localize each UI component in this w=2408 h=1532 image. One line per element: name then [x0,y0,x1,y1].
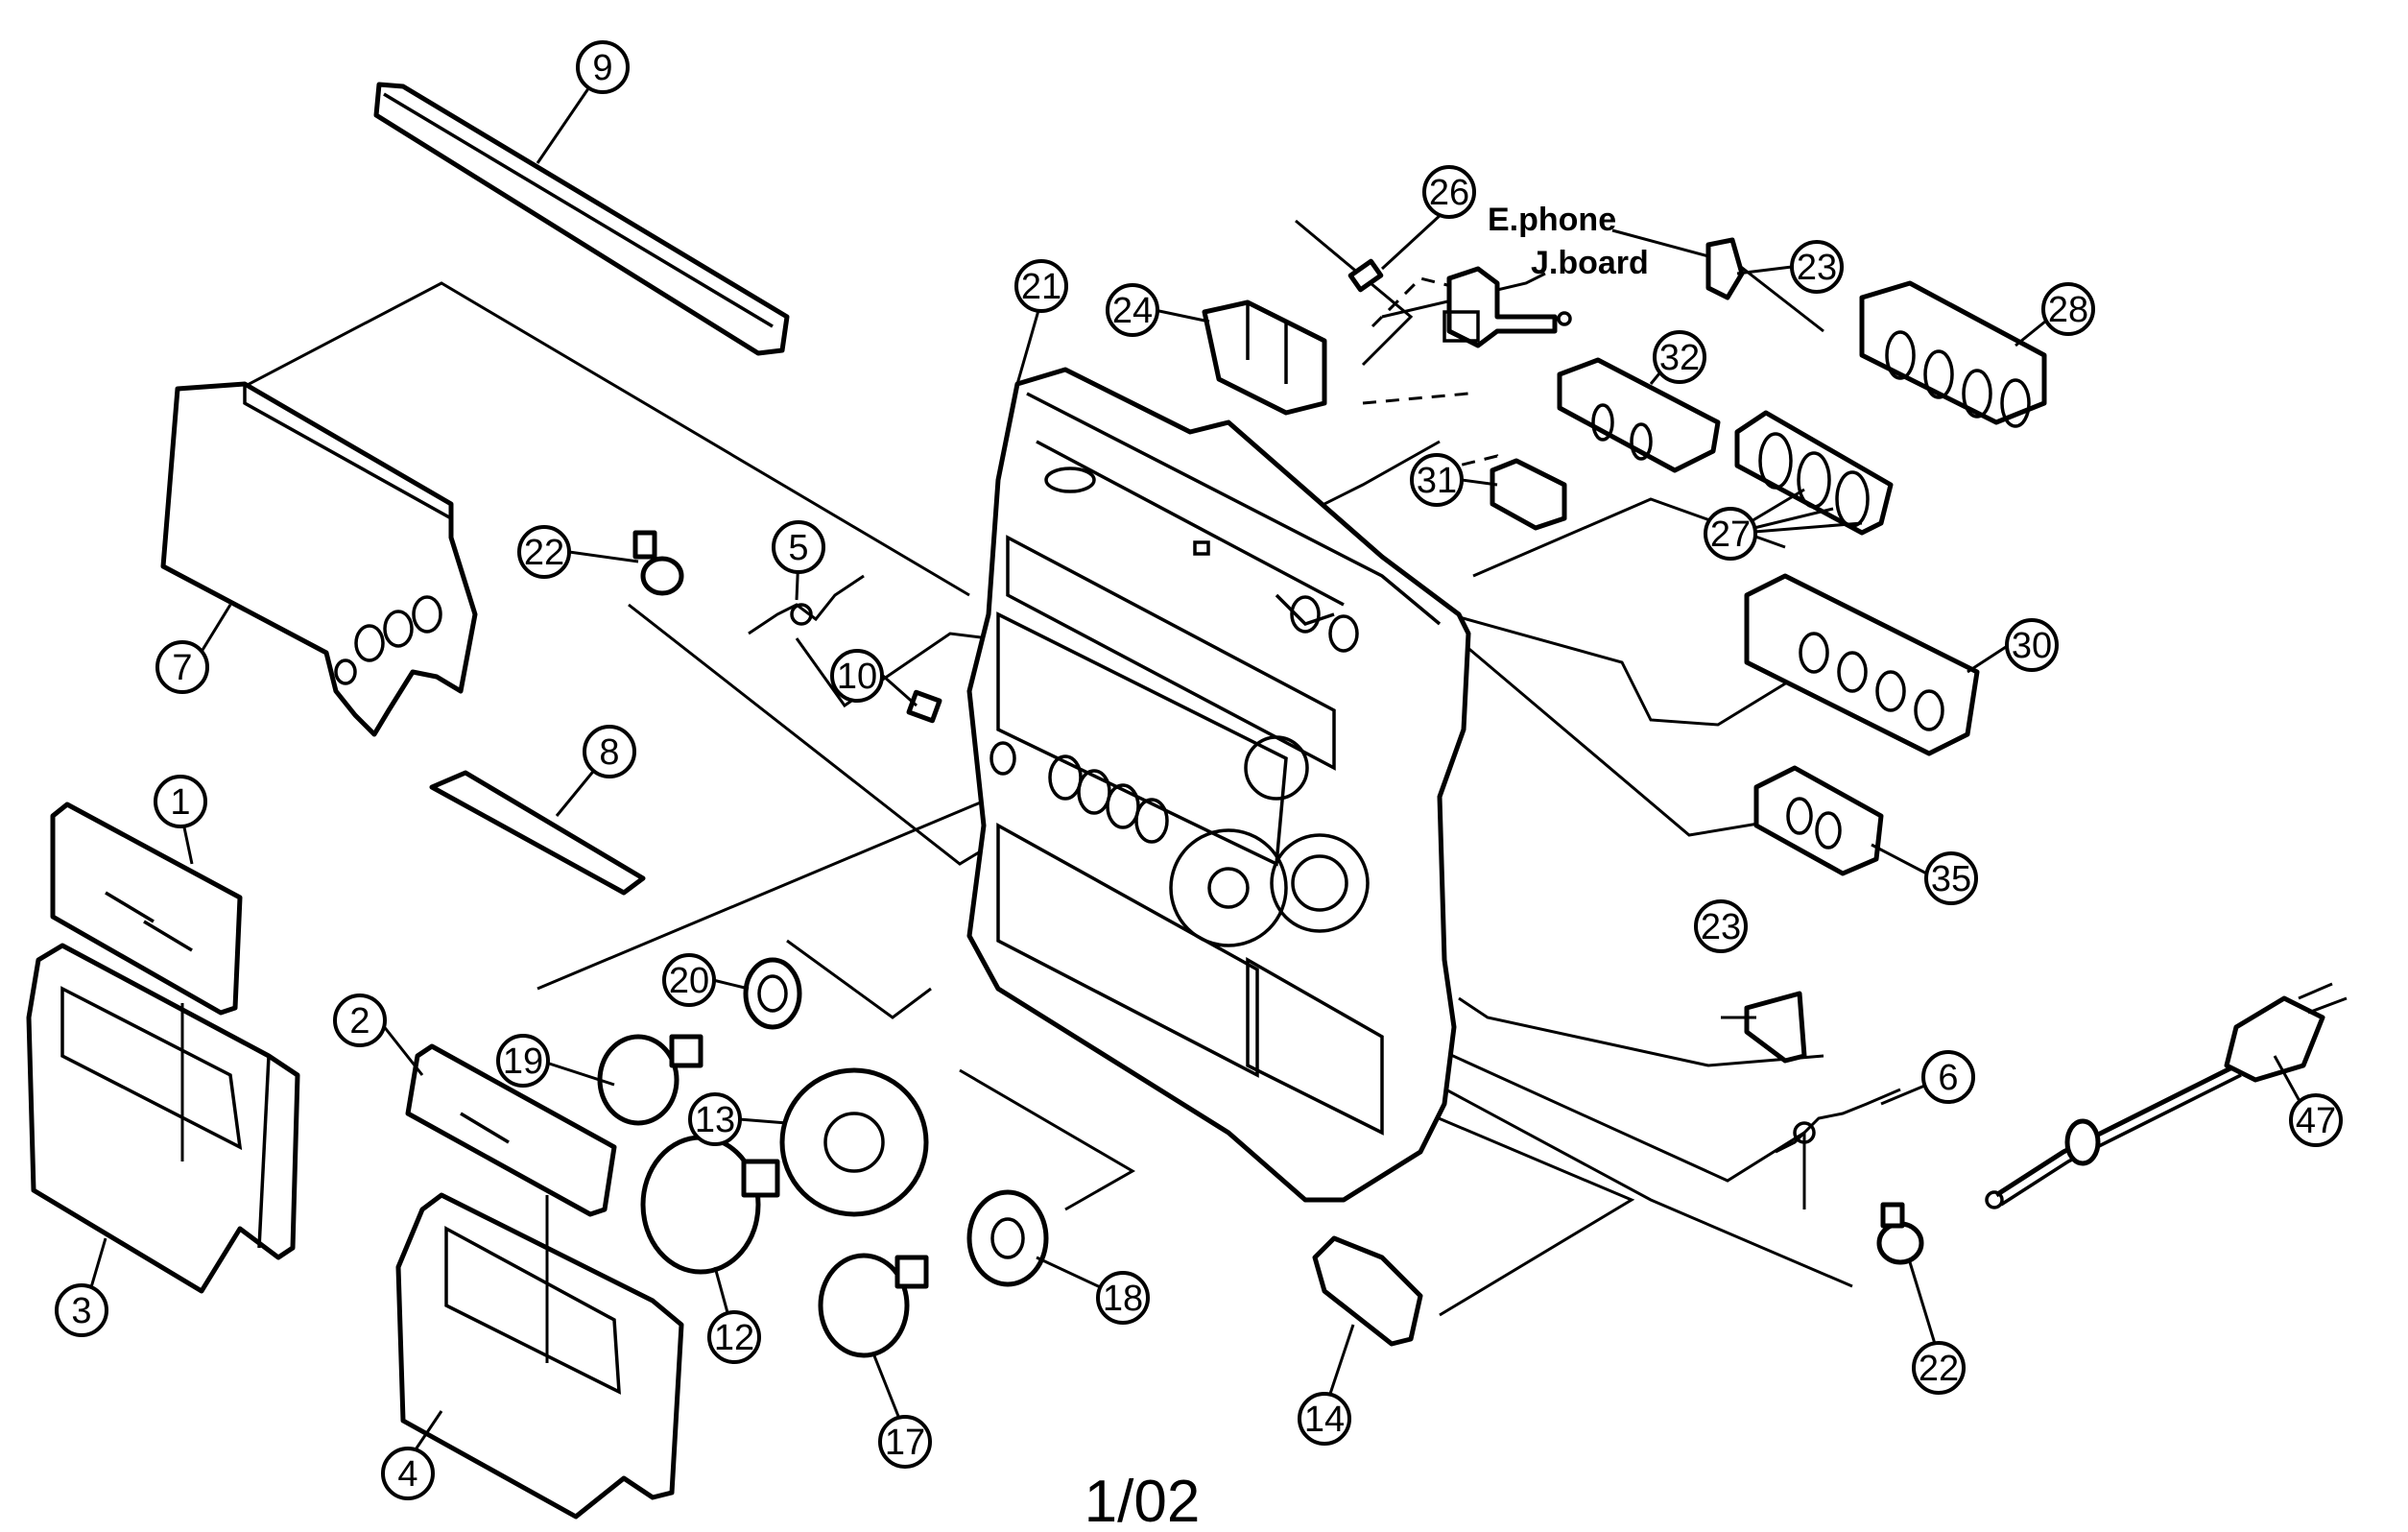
part-9-top-strip [373,82,790,356]
part-10-small-clip [906,689,942,724]
part-14-lever [1312,1235,1423,1347]
svg-text:35: 35 [1931,859,1971,899]
callout-22-left: 22 [517,525,571,579]
part-23-clip-lower [1744,991,1807,1064]
svg-text:2: 2 [349,1001,370,1041]
callout-3: 3 [55,1283,108,1337]
svg-text:12: 12 [714,1318,754,1358]
svg-text:47: 47 [2296,1101,2336,1141]
part-26-pin [1347,258,1384,293]
label-ephone: E.phone [1488,202,1616,238]
label-jboard: J.board [1531,245,1649,281]
svg-text:5: 5 [788,528,808,568]
callout-19: 19 [496,1034,550,1088]
callout-18: 18 [1096,1271,1150,1325]
part-5-spring [748,574,865,635]
callout-4: 4 [381,1447,435,1500]
part-4-cassette-door-right [395,1192,684,1520]
svg-text:26: 26 [1429,173,1469,213]
callout-7: 7 [155,640,209,694]
svg-text:3: 3 [71,1291,91,1331]
callout-21: 21 [1014,259,1068,313]
svg-text:14: 14 [1304,1400,1345,1440]
callout-35: 35 [1924,851,1978,905]
callout-28: 28 [2041,282,2095,336]
part-35-switch-block [1753,765,1884,876]
svg-text:22: 22 [524,533,564,573]
part-32-switch-array [1557,357,1721,473]
svg-text:1: 1 [170,782,190,823]
callout-31: 31 [1410,453,1464,507]
callout-22-lower: 22 [1912,1341,1966,1395]
part-27-buttons [1734,410,1894,536]
callout-8: 8 [583,725,636,778]
part-28-switch-array [1859,280,2047,428]
svg-text:17: 17 [885,1423,925,1463]
callout-32: 32 [1653,330,1706,384]
svg-text:22: 22 [1919,1349,1959,1389]
callout-26: 26 [1422,165,1476,219]
svg-text:21: 21 [1021,267,1061,307]
part-12-large-knob [640,1135,780,1275]
svg-text:6: 6 [1938,1058,1958,1098]
callout-14: 14 [1298,1392,1351,1446]
part-2-window-right [405,1043,617,1217]
svg-text:27: 27 [1710,515,1751,555]
leader-lines [239,219,1853,1317]
callout-1: 1 [154,775,207,828]
svg-text:8: 8 [599,732,619,773]
svg-text:32: 32 [1659,338,1700,378]
svg-text:31: 31 [1417,461,1457,501]
callout-23-top: 23 [1790,240,1844,294]
part-17-knob [818,1253,929,1358]
svg-text:24: 24 [1112,291,1153,331]
callout-23-lower: 23 [1694,899,1748,953]
part-13-flange [779,1067,929,1217]
svg-text:19: 19 [503,1041,543,1082]
callout-20: 20 [662,953,716,1007]
svg-text:7: 7 [172,648,192,688]
part-47-power-cord [1985,982,2348,1209]
callout-13: 13 [688,1092,742,1146]
part-18-gear [966,1189,1049,1287]
callout-17: 17 [878,1415,932,1469]
callout-24: 24 [1106,283,1159,337]
part-3-cassette-door-left [26,943,300,1294]
part-20-gear [743,957,802,1030]
callout-10: 10 [830,649,884,703]
svg-text:9: 9 [592,48,612,88]
svg-text:30: 30 [2012,626,2052,666]
part-6-spring [1775,1088,1901,1154]
part-31-switch [1490,458,1567,531]
part-1-window-left [50,802,243,1016]
part-19-knob [597,1034,703,1126]
svg-text:28: 28 [2048,290,2088,330]
callout-27: 27 [1704,507,1757,561]
part-30-switch-array [1744,573,1980,756]
part-24-switch-block [1202,299,1327,416]
callout-9: 9 [576,40,630,94]
callout-6: 6 [1921,1050,1975,1104]
page-number: 1/02 [1085,1469,1201,1532]
callout-2: 2 [333,993,387,1047]
callout-30: 30 [2005,618,2059,672]
svg-text:23: 23 [1797,248,1837,288]
svg-text:10: 10 [837,657,877,697]
part-22-clip-lower [1876,1202,1924,1265]
callout-5: 5 [772,520,825,574]
svg-text:13: 13 [695,1100,735,1140]
callout-47: 47 [2289,1093,2343,1147]
part-22-clip-left [632,530,684,596]
ephone-jack-board [1442,266,1572,348]
svg-text:18: 18 [1103,1279,1143,1319]
svg-text:4: 4 [397,1454,417,1495]
part-8-small-bar [429,770,646,896]
part-21-front-chassis [966,367,1471,1203]
part-23-clip-top [1705,237,1745,300]
callout-12: 12 [707,1310,761,1364]
part-7-top-panel [160,381,478,737]
svg-text:20: 20 [669,961,709,1001]
svg-text:23: 23 [1701,907,1741,947]
